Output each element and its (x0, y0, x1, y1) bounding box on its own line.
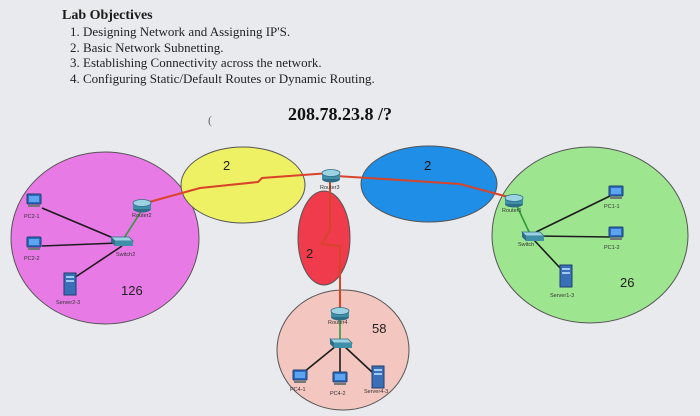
link-red-area (297, 190, 351, 286)
link-yellow-label: 2 (223, 158, 230, 173)
router-icon[interactable] (132, 199, 152, 213)
pc-label: PC1-1 (604, 204, 620, 210)
server-icon[interactable] (371, 365, 385, 389)
objective-item: 1. Designing Network and Assigning IP'S. (70, 24, 291, 39)
network-address: 208.78.23.8 /? (288, 104, 393, 124)
lan-cable (123, 209, 143, 239)
link-blue-area (360, 145, 498, 223)
lan-cable (535, 235, 611, 238)
link-yellow-area (180, 146, 306, 224)
switch-icon[interactable] (329, 338, 353, 348)
switch-icon[interactable] (521, 231, 545, 241)
pc-label: PC2-2 (24, 256, 40, 262)
objective-item: 3. Establishing Connectivity across the … (70, 55, 322, 70)
link-red-label: 2 (306, 246, 313, 261)
serial-cable (335, 175, 513, 199)
pc-icon[interactable] (608, 226, 624, 240)
pc-label: PC1-2 (604, 245, 620, 251)
lan-cable (303, 345, 337, 373)
lan-cable (41, 242, 119, 247)
pc-icon[interactable] (26, 236, 42, 250)
pc-label: PC4-1 (290, 387, 306, 393)
server-icon[interactable] (559, 264, 573, 288)
router-label: Router1 (502, 208, 522, 214)
objectives-title: Lab Objectives (62, 8, 153, 23)
server-icon[interactable] (63, 272, 77, 296)
router-label: Router3 (320, 185, 340, 191)
router-icon[interactable] (330, 307, 350, 321)
router-icon[interactable] (504, 194, 524, 208)
objectives-list: 1. Designing Network and Assigning IP'S.… (70, 24, 375, 86)
server-label: Server1-3 (550, 293, 574, 299)
router-label: Router2 (132, 213, 152, 219)
objective-item: 2. Basic Network Subnetting. (70, 39, 224, 55)
pc-icon[interactable] (332, 371, 348, 385)
serial-cable (141, 172, 331, 205)
server-label: Server2-3 (56, 300, 80, 306)
lan-cable (533, 239, 563, 271)
switch-label: Switch2 (116, 252, 135, 258)
pc-icon[interactable] (292, 369, 308, 383)
switch-icon[interactable] (110, 236, 134, 246)
lan-left-area (10, 151, 200, 325)
lan-left-label: 126 (121, 283, 143, 298)
lan-cable (535, 195, 611, 233)
pc-icon[interactable] (608, 185, 624, 199)
lan-cable (41, 207, 119, 241)
lan-bottom-label: 58 (372, 321, 386, 336)
lan-cable (515, 203, 531, 235)
lan-cable (343, 345, 373, 373)
pc-label: PC2-1 (24, 214, 40, 220)
objective-item: 4. Configuring Static/Default Routes or … (70, 70, 375, 86)
lan-right-area (491, 146, 689, 324)
pc-label: PC4-2 (330, 391, 346, 397)
lan-cable (73, 245, 123, 279)
router-label: Router4 (328, 320, 348, 326)
stray-mark: ( (208, 113, 212, 127)
router-icon[interactable] (321, 169, 341, 183)
link-blue-label: 2 (424, 158, 431, 173)
pc-icon[interactable] (26, 193, 42, 207)
switch-label: Switch (518, 242, 534, 248)
serial-cable (320, 180, 341, 310)
server-label: Server4-3 (364, 389, 388, 395)
lan-right-label: 26 (620, 275, 634, 290)
